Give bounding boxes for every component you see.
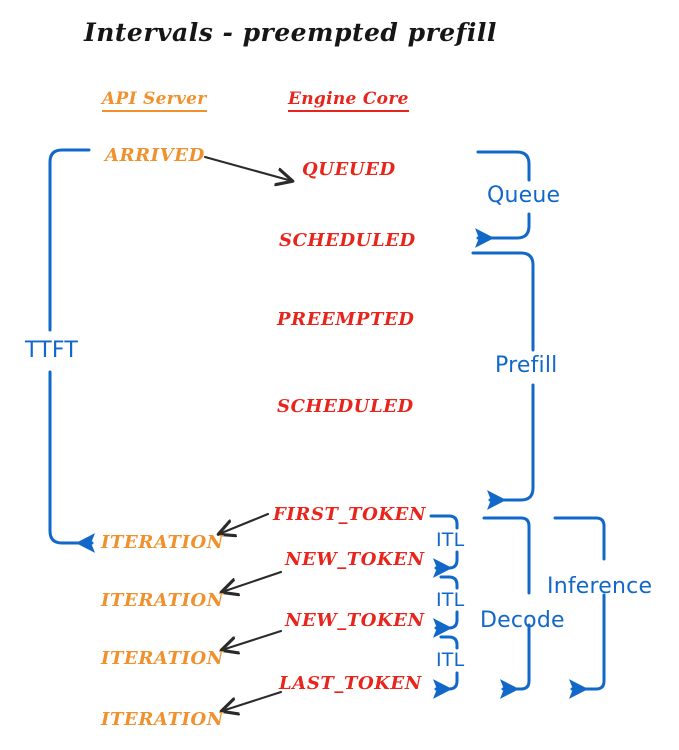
decode-bracket [482,516,531,699]
itl-bracket-3 [433,635,459,699]
interval-label-itl-1: ITL [436,529,465,551]
column-header-engine-core: Engine Core [288,91,409,112]
engine-state-last-token: LAST_TOKEN [279,673,422,694]
state-transition-arrows [203,155,292,711]
api-state-iteration-4: ITERATION [101,709,224,730]
engine-state-first-token: FIRST_TOKEN [273,504,427,525]
arrow-new-token-to-iteration-2 [222,629,283,650]
interval-label-decode: Decode [480,608,565,633]
interval-label-itl-2: ITL [436,589,465,611]
arrow-new-token-to-iteration-1 [222,570,283,592]
interval-label-itl-3: ITL [436,649,465,671]
api-state-arrived: ARRIVED [105,145,205,166]
arrow-arrived-to-queued [203,155,292,181]
itl-bracket-1 [429,514,459,578]
queue-bracket [475,150,531,248]
interval-label-ttft: TTFT [25,338,78,363]
interval-label-prefill: Prefill [495,353,558,378]
engine-state-preempted: PREEMPTED [277,309,415,330]
column-header-api-server: API Server [102,91,207,112]
inference-bracket [553,516,606,699]
api-state-iteration-3: ITERATION [101,648,224,669]
prefill-bracket [471,251,535,510]
interval-label-inference: Inference [547,574,653,599]
ttft-bracket [48,148,95,553]
api-state-iteration-1: ITERATION [101,532,224,553]
engine-state-scheduled-2: SCHEDULED [277,396,414,417]
arrow-last-token-to-iteration [222,690,283,711]
engine-state-queued: QUEUED [302,159,396,180]
page-title: Intervals - preempted prefill [84,18,497,47]
engine-state-new-token-2: NEW_TOKEN [285,610,425,631]
engine-state-new-token-1: NEW_TOKEN [285,549,425,570]
arrow-first-token-to-iteration [219,512,270,534]
itl-bracket-2 [433,575,459,638]
engine-state-scheduled-1: SCHEDULED [279,230,416,251]
interval-label-queue: Queue [487,183,561,208]
api-state-iteration-2: ITERATION [101,590,224,611]
